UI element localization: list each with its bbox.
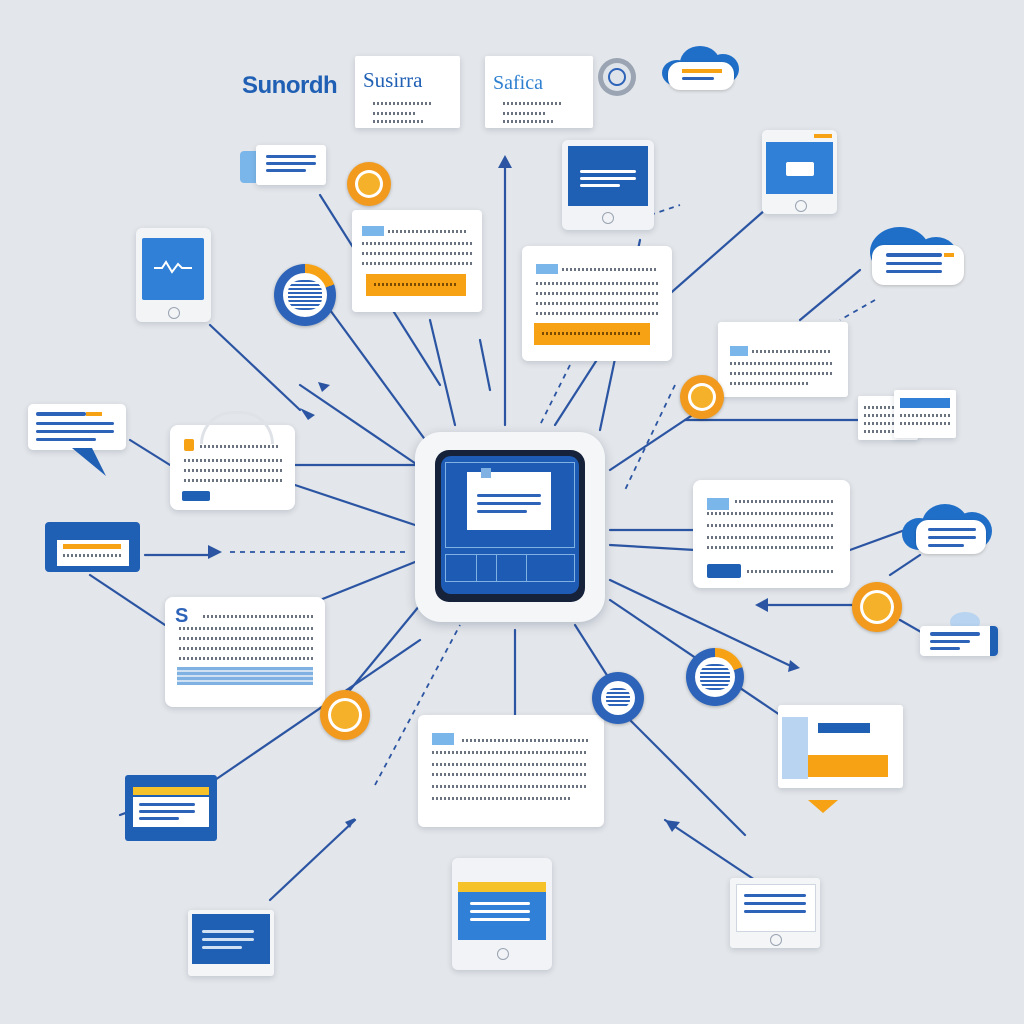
shield-badge-icon — [680, 375, 724, 419]
tablet-icon — [136, 228, 211, 322]
document-card — [718, 322, 848, 397]
cloud-icon — [858, 225, 966, 289]
document-card — [693, 480, 850, 588]
document-card-letter: S — [175, 605, 189, 627]
security-ring-icon — [592, 672, 644, 724]
brand-card-2: Safica — [485, 56, 593, 128]
tablet-icon — [562, 140, 654, 230]
lock-document-card — [170, 411, 295, 510]
monitor-icon — [730, 878, 820, 948]
shield-badge-icon — [852, 582, 902, 632]
brand-card-1: Susirra — [355, 56, 460, 128]
folder-icon — [45, 522, 141, 572]
brand-title-3: Safica — [493, 72, 543, 94]
brand-title-2: Susirra — [363, 68, 423, 92]
document-card-s: S — [165, 597, 325, 707]
brand-title-1: Sunordh — [242, 72, 338, 99]
shield-badge-icon — [320, 690, 370, 740]
shield-badge-icon — [347, 162, 391, 206]
monitor-icon — [188, 910, 274, 976]
security-ring-icon — [686, 648, 744, 706]
document-card — [352, 210, 482, 312]
cloud-icon — [902, 504, 994, 558]
tablet-icon — [452, 858, 552, 970]
brand-emblem-icon — [598, 58, 636, 96]
tablet-icon — [762, 130, 837, 214]
cloud-icon — [662, 46, 742, 94]
document-card — [418, 715, 604, 827]
document-card — [778, 705, 903, 788]
spreadsheet-icon — [858, 386, 960, 452]
laptop-icon — [125, 775, 217, 841]
monitor-icon — [240, 145, 330, 187]
document-card — [522, 246, 672, 361]
security-ring-icon — [274, 264, 336, 326]
hub-device-icon — [415, 432, 605, 622]
message-card-icon — [920, 612, 998, 656]
chat-bubble-icon — [28, 398, 128, 480]
